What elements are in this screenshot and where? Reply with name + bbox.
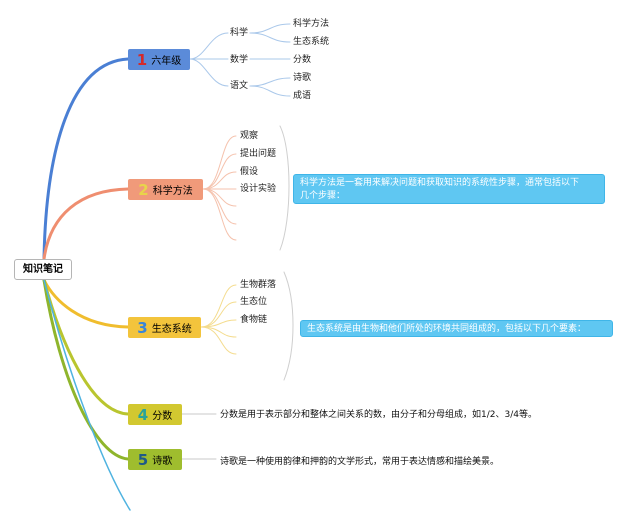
step-observe[interactable]: 观察 bbox=[240, 131, 259, 141]
topic-ecosystem[interactable]: 生态系统 bbox=[293, 37, 330, 47]
step-experiment[interactable]: 设计实验 bbox=[240, 184, 277, 194]
eco-community[interactable]: 生物群落 bbox=[240, 280, 277, 290]
science-method-callout[interactable]: 科学方法是一套用来解决问题和获取知识的系统性步骤，通常包括以下 几个步骤： bbox=[293, 174, 605, 204]
branch-ecosystem[interactable]: 3 生态系统 bbox=[128, 317, 201, 338]
connector-method-step bbox=[202, 188, 237, 241]
connector-root-extra bbox=[43, 279, 131, 511]
connector-eco-item bbox=[200, 301, 237, 328]
connector-eco-item bbox=[200, 326, 237, 355]
connector-root-method bbox=[42, 187, 130, 261]
branch-label: 六年级 bbox=[151, 56, 182, 67]
branch-number: 4 bbox=[137, 405, 149, 424]
connector-grade6-science bbox=[189, 32, 229, 60]
callout-line: 科学方法是一套用来解决问题和获取知识的系统性步骤，通常包括以下 bbox=[300, 178, 580, 188]
bracket-eco bbox=[283, 271, 294, 381]
branch-science-method[interactable]: 2 科学方法 bbox=[128, 179, 203, 200]
branch-fraction[interactable]: 4 分数 bbox=[128, 404, 182, 425]
connector-science-ecosystem bbox=[249, 32, 291, 43]
eco-niche[interactable]: 生态位 bbox=[240, 297, 268, 307]
connector-root-grade6 bbox=[42, 57, 130, 261]
connector-chinese-poem bbox=[249, 77, 291, 87]
eco-food-chain[interactable]: 食物链 bbox=[240, 315, 268, 325]
topic-poem[interactable]: 诗歌 bbox=[293, 73, 312, 83]
fraction-note[interactable]: 分数是用于表示部分和整体之间关系的数，由分子和分母组成，如1/2、3/4等。 bbox=[220, 410, 537, 420]
topic-science-method[interactable]: 科学方法 bbox=[293, 19, 330, 29]
callout-line: 生态系统是由生物和他们所处的环境共同组成的，包括以下几个要素： bbox=[307, 324, 587, 334]
branch-label: 生态系统 bbox=[151, 324, 192, 335]
branch-number: 2 bbox=[138, 180, 149, 199]
connector-chinese-idiom bbox=[249, 85, 291, 97]
branch-poem[interactable]: 5 诗歌 bbox=[128, 449, 182, 470]
connector-root-poem bbox=[42, 278, 130, 461]
topic-science[interactable]: 科学 bbox=[230, 28, 249, 38]
connector-eco-item bbox=[200, 284, 237, 328]
branch-label: 分数 bbox=[152, 411, 173, 422]
root-node[interactable]: 知识笔记 bbox=[14, 259, 72, 280]
topic-idiom[interactable]: 成语 bbox=[293, 91, 312, 101]
connector-grade6-chinese bbox=[189, 58, 229, 87]
connector-method-step bbox=[202, 188, 237, 225]
branch-number: 3 bbox=[137, 318, 148, 337]
ecosystem-callout[interactable]: 生态系统是由生物和他们所处的环境共同组成的，包括以下几个要素： bbox=[300, 320, 613, 337]
branch-number: 5 bbox=[137, 450, 149, 469]
step-hypothesis[interactable]: 假设 bbox=[240, 167, 259, 177]
branch-label: 科学方法 bbox=[152, 186, 193, 197]
topic-math[interactable]: 数学 bbox=[230, 55, 249, 65]
branch-number: 1 bbox=[136, 50, 148, 69]
connector-eco-item bbox=[200, 326, 237, 338]
topic-fraction[interactable]: 分数 bbox=[293, 55, 312, 65]
step-question[interactable]: 提出问题 bbox=[240, 149, 277, 159]
callout-line: 几个步骤： bbox=[300, 191, 346, 201]
topic-chinese[interactable]: 语文 bbox=[230, 81, 249, 91]
connector-method-step bbox=[202, 153, 237, 190]
bracket-method bbox=[279, 125, 290, 251]
connector-root-ecosystem bbox=[42, 278, 130, 329]
branch-label: 诗歌 bbox=[152, 456, 173, 467]
poem-note[interactable]: 诗歌是一种使用韵律和押韵的文学形式，常用于表达情感和描绘美景。 bbox=[220, 457, 500, 467]
branch-grade6[interactable]: 1 六年级 bbox=[128, 49, 190, 70]
connector-science-method bbox=[249, 23, 291, 34]
